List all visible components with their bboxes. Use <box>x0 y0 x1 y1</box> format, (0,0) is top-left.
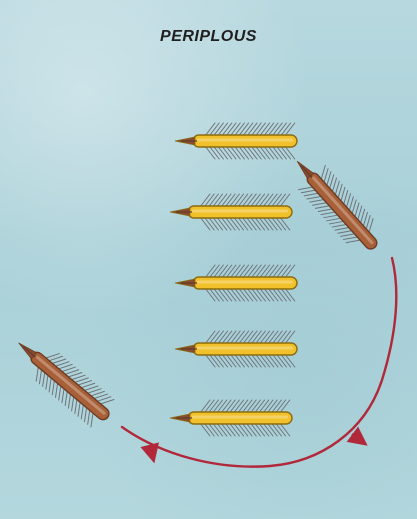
oars-hatching <box>205 331 295 344</box>
ship-deck <box>192 416 288 419</box>
oars-hatching <box>205 265 295 278</box>
ship-deck <box>197 139 293 142</box>
defending-ship-5 <box>170 400 292 436</box>
oars-hatching <box>200 400 290 413</box>
ship-deck <box>197 281 293 284</box>
defending-ship-2 <box>170 194 292 230</box>
oars-hatching <box>205 288 295 301</box>
attacking-ships <box>7 149 388 431</box>
defending-ship-4 <box>175 331 297 367</box>
attacking-ship-right <box>284 149 388 259</box>
oars-hatching <box>205 354 295 367</box>
oars-hatching <box>200 423 290 436</box>
attacking-ship-left <box>7 329 119 431</box>
defending-fleet-line <box>170 123 297 436</box>
defending-ship-3 <box>175 265 297 301</box>
ship-deck <box>197 347 293 350</box>
oars-hatching <box>205 146 295 159</box>
ship-deck <box>35 355 106 415</box>
defending-ship-1 <box>175 123 297 159</box>
ship-deck <box>192 210 288 213</box>
oars-hatching <box>200 217 290 230</box>
oars-hatching <box>205 123 295 136</box>
oars-hatching <box>200 194 290 207</box>
